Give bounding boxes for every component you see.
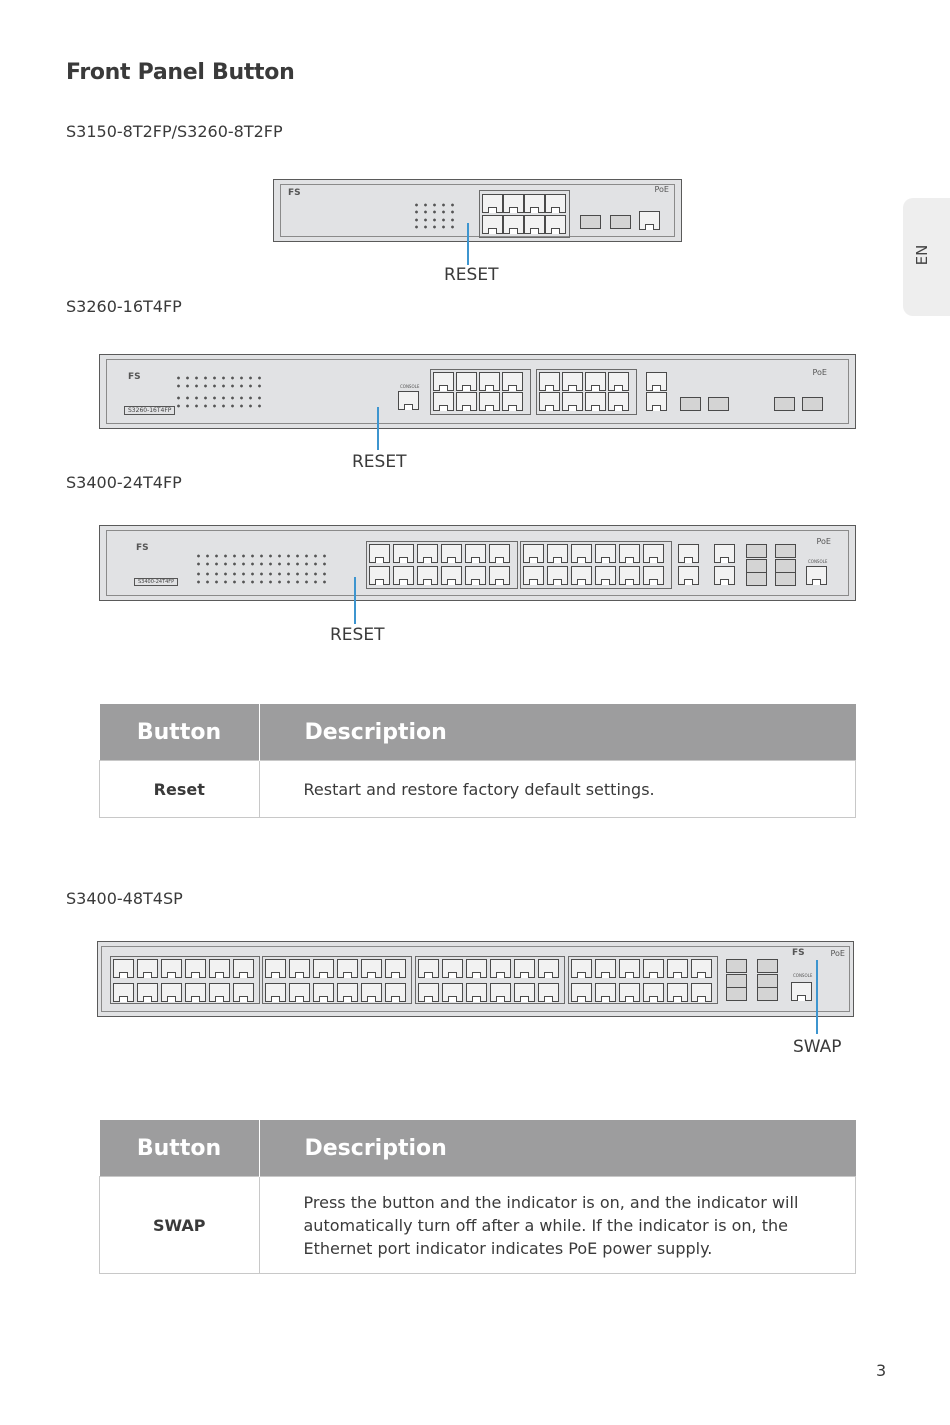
fs-logo: FS	[136, 543, 149, 553]
button-name-cell: SWAP	[99, 1176, 260, 1274]
fs-logo: FS	[128, 372, 141, 382]
poe-badge: PoE	[816, 537, 832, 546]
description-cell: Press the button and the indicator is on…	[258, 1176, 856, 1274]
device-model-label: S3260-16T4FP	[124, 406, 176, 415]
column-header-button: Button	[99, 704, 260, 761]
button-table-1: Button Description Reset Restart and res…	[99, 704, 856, 818]
device-model-label: S3400-24T4FP	[134, 578, 179, 586]
reset-callout-1: RESET	[444, 265, 499, 285]
reset-callout-3: RESET	[330, 625, 385, 645]
model-title-1: S3150-8T2FP/S3260-8T2FP	[66, 122, 283, 141]
table-row: SWAP Press the button and the indicator …	[99, 1176, 856, 1274]
model-title-4: S3400-48T4SP	[66, 889, 183, 908]
column-header-description: Description	[259, 1120, 856, 1177]
language-tab[interactable]	[903, 198, 950, 316]
page-heading: Front Panel Button	[66, 60, 295, 85]
description-cell: Restart and restore factory default sett…	[258, 760, 856, 818]
switch-front-panel-2: FS PoE S3260-16T4FP CONSOLE	[99, 354, 856, 429]
button-table-2: Button Description SWAP Press the button…	[99, 1120, 856, 1274]
model-title-3: S3400-24T4FP	[66, 473, 182, 492]
console-label: CONSOLE	[400, 384, 420, 389]
button-name-cell: Reset	[99, 760, 260, 818]
switch-front-panel-3: FS PoE S3400-24T4FP CONSOLE	[99, 525, 856, 601]
switch-front-panel-4: FS PoE CONSOLE	[97, 941, 854, 1017]
reset-callout-2: RESET	[352, 452, 407, 472]
table-row: Reset Restart and restore factory defaul…	[99, 760, 856, 818]
poe-badge: PoE	[654, 185, 670, 194]
poe-badge: PoE	[812, 368, 828, 377]
page-number: 3	[876, 1361, 887, 1380]
language-tab-label: EN	[913, 244, 931, 266]
fs-logo: FS	[792, 948, 805, 958]
column-header-description: Description	[259, 704, 856, 761]
column-header-button: Button	[99, 1120, 260, 1177]
poe-badge: PoE	[830, 949, 846, 958]
switch-front-panel-1: FS PoE	[273, 179, 682, 242]
swap-callout: SWAP	[793, 1037, 842, 1057]
fs-logo: FS	[288, 188, 301, 198]
console-label: CONSOLE	[793, 973, 813, 978]
console-label: CONSOLE	[808, 559, 828, 564]
model-title-2: S3260-16T4FP	[66, 297, 182, 316]
